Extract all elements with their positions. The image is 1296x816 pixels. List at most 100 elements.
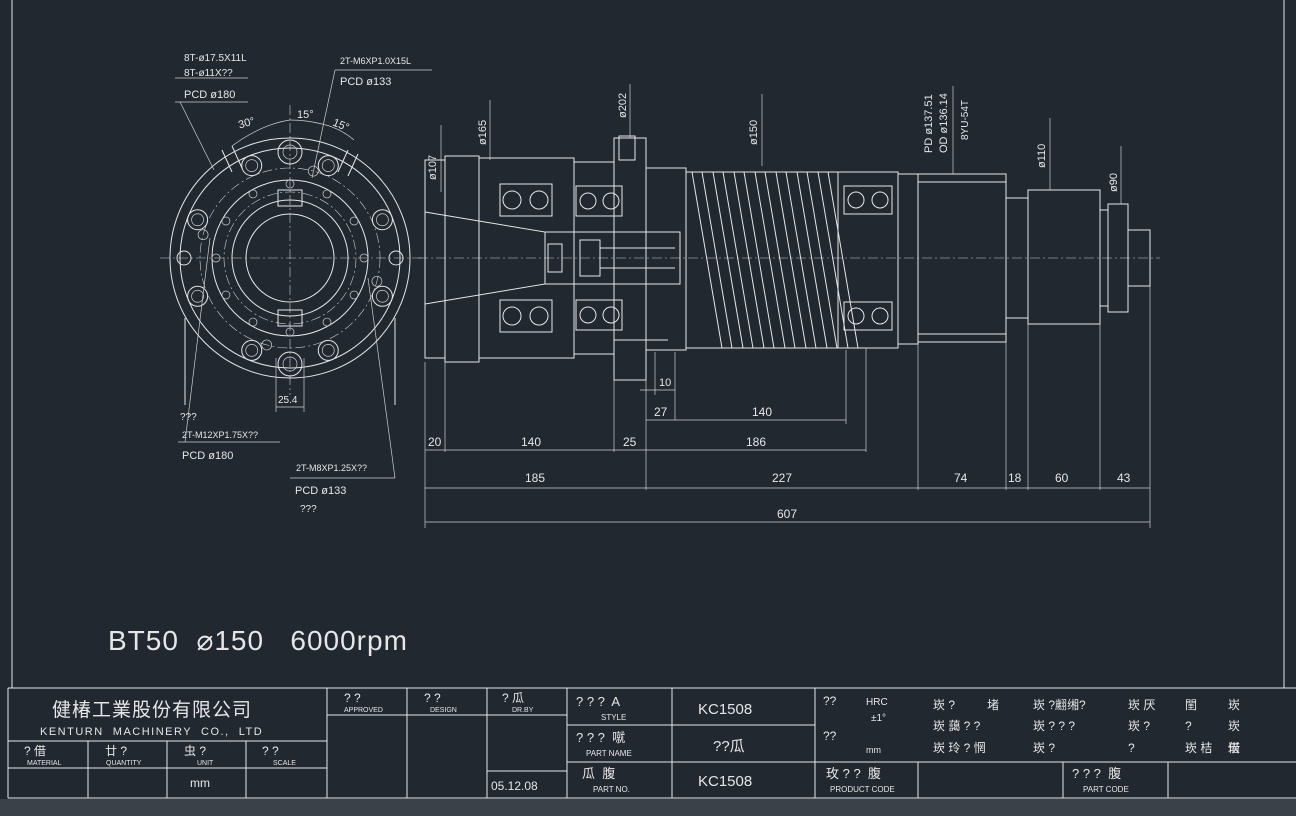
inner-bolt-hole (221, 216, 231, 226)
style-label: ? ? ? A (576, 694, 620, 709)
title-block-note: 崁 (1228, 719, 1240, 733)
flange-bolt-hole (371, 285, 393, 307)
dia-107-label: ø107 (427, 155, 439, 180)
callout-4-line-1: 2T-M8XP1.25X?? (296, 463, 367, 473)
callout-1-line-2: 8T-ø11X?? (184, 68, 233, 79)
part-code-label: ? ? ? 腹 (1072, 766, 1121, 781)
flange-bolt-hole (241, 155, 263, 177)
side-view-leaders: ø107 ø165 ø202 ø150 PD ø137.51 OD ø136.1… (427, 84, 1122, 204)
dim-227: 227 (772, 471, 792, 485)
flange-bolt-hole-inner (245, 344, 259, 357)
spiral-groove (712, 171, 754, 349)
company-name-en: KENTURN MACHINERY CO., LTD (40, 726, 263, 738)
part-no-label: 瓜 腹 (582, 766, 615, 781)
flange-tap-hole (176, 250, 192, 266)
spec-q2: ?? (823, 729, 837, 743)
drby-label-en: DR.BY (512, 707, 534, 714)
flange-bolt-hole-inner (376, 289, 389, 303)
part-name-label-en: PART NAME (586, 749, 632, 758)
callout-3-line-1: ??? (180, 412, 197, 423)
flange-bolt-hole (371, 209, 393, 231)
flange-key-hole (277, 351, 303, 377)
pcd-hole (307, 165, 319, 177)
flange-tap-hole (388, 250, 404, 266)
spiral-groove (754, 171, 796, 349)
inner-bolt-hole (285, 327, 295, 337)
spec-mm: mm (866, 745, 881, 755)
front-view (160, 105, 425, 405)
dia-90-label: ø90 (1108, 173, 1120, 192)
flange-bolt-hole-inner (321, 159, 335, 172)
dim-140a: 140 (752, 405, 772, 419)
inner-bolt-hole (285, 179, 295, 189)
dia-110-label: ø110 (1036, 144, 1048, 168)
spiral-groove (796, 171, 838, 349)
dim-186: 186 (746, 435, 766, 449)
flange-bolt-hole (241, 339, 263, 361)
part-no-label-en: PART NO. (593, 785, 630, 794)
flange-bolt-hole (187, 209, 209, 231)
title-block-note: 崁 藹 ? ? (933, 719, 981, 733)
title-block-note: 崁 厌 (1128, 698, 1155, 712)
inner-bolt-hole (349, 216, 359, 226)
material-label-en: MATERIAL (27, 760, 62, 767)
approved-label: ? ? (344, 691, 361, 705)
quantity-label-en: QUANTITY (106, 760, 142, 767)
spiral-groove (775, 171, 817, 349)
dia-202-label: ø202 (617, 93, 629, 118)
spec-q1: ?? (823, 694, 837, 708)
part-code-label-en: PART CODE (1083, 785, 1129, 794)
callout-4-line-2: PCD ø133 (295, 485, 346, 497)
title-block-note: 崁 ? ? ? (1033, 719, 1075, 733)
title-block-note: 崁 ? (1033, 741, 1055, 755)
dim-185: 185 (525, 471, 545, 485)
dim-43: 43 (1117, 471, 1131, 485)
angle-15a-label: 15° (297, 109, 314, 121)
flange-bolt-hole-inner (191, 289, 204, 303)
drawing-title: BT50 ⌀150 6000rpm (108, 625, 408, 656)
pcd-hole (261, 339, 273, 351)
part-no-value: KC1508 (698, 773, 752, 790)
style-value: KC1508 (698, 701, 752, 718)
callout-3-line-3: PCD ø180 (182, 450, 233, 462)
product-code-label-en: PRODUCT CODE (830, 785, 895, 794)
inner-bolt-hole (248, 317, 258, 327)
dim-140b: 140 (521, 435, 541, 449)
dia-150-label: ø150 (748, 120, 760, 145)
design-label: ? ? (424, 691, 441, 705)
flange-bolt-hole (317, 339, 339, 361)
unit-label-en: UNIT (197, 760, 214, 767)
flange-key-hole-inner (282, 144, 298, 160)
scale-label: ? ? (262, 744, 279, 758)
title-block-note: ? (1185, 719, 1192, 733)
title-block: 健椿工業股份有限公司 KENTURN MACHINERY CO., LTD ? … (0, 687, 1296, 816)
title-block-note: 借 (1228, 741, 1240, 755)
material-label: ? 借 (24, 744, 46, 758)
unit-label: 虫 ? (184, 744, 206, 758)
callout-4-line-3: ??? (300, 504, 317, 515)
scale-label-en: SCALE (273, 760, 296, 767)
angle-15b-label: 15° (331, 117, 351, 134)
spiral-groove (691, 171, 733, 349)
title-block-note: 堵 (987, 698, 999, 712)
title-block-note: 崁 ?翽缃? (1033, 697, 1086, 712)
title-block-note: ? (1128, 741, 1135, 755)
title-block-note: 崁 玲 ? 惘 (933, 740, 986, 755)
title-block-note: 崁 (1228, 741, 1240, 755)
flange-bolt-hole-inner (191, 213, 204, 227)
title-block-note: 崁 ? (933, 698, 955, 712)
callout-2-line-1: 2T-M6XP1.0X15L (340, 56, 411, 66)
callout-2-line-2: PCD ø133 (340, 76, 391, 88)
callout-1-line-3: PCD ø180 (184, 89, 235, 101)
flange-bolt-hole-inner (376, 213, 389, 227)
od-label: OD ø136.14 (938, 93, 950, 153)
inner-bolt-hole (359, 253, 369, 263)
dim-25-4: 25.4 (278, 395, 298, 406)
pcd-hole (371, 275, 383, 287)
dim-10: 10 (659, 377, 671, 389)
dim-20: 20 (428, 435, 442, 449)
flange-bolt-hole-inner (245, 159, 259, 172)
quantity-label: 廿 ? (105, 744, 127, 758)
drby-label: ? 瓜 (502, 691, 524, 705)
